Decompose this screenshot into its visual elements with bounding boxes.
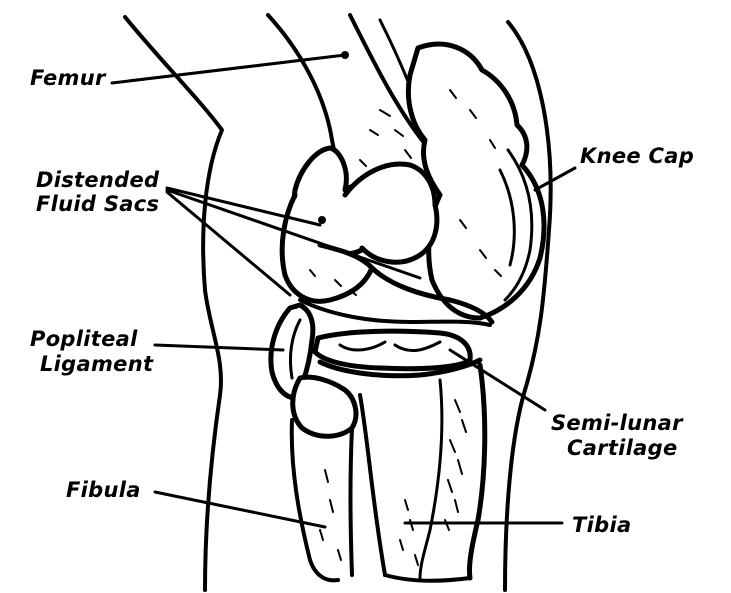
label-knee-cap: Knee Cap <box>580 144 695 168</box>
label-tibia: Tibia <box>572 513 632 537</box>
leader-fibula <box>153 490 327 529</box>
leg-outline-right <box>503 20 553 592</box>
leg-outline-left <box>123 15 224 592</box>
knee-cap-sac <box>405 41 547 321</box>
semilunar-cartilage <box>312 328 473 372</box>
leader-distended-1 <box>165 186 322 227</box>
fibula-shaft <box>289 418 340 583</box>
label-fibula: Fibula <box>66 478 141 502</box>
tibia-shaft-left <box>358 393 387 577</box>
leader-femur <box>110 53 347 85</box>
joint-capsule <box>369 265 495 325</box>
label-distended: Distended <box>36 168 160 192</box>
femur-pointer-dot <box>341 51 349 59</box>
knee-cap-inner <box>503 148 534 302</box>
label-cartilage: Cartilage <box>567 436 678 460</box>
leader-distended-2 <box>165 188 422 280</box>
label-femur: Femur <box>30 66 106 90</box>
knee-cap-inner-2 <box>498 168 516 267</box>
label-popliteal: Popliteal <box>30 327 138 351</box>
tibia-base <box>383 573 472 583</box>
cartilage-detail <box>338 340 442 353</box>
tibia-shaft-right <box>467 362 488 581</box>
fluid-sac-pointer-dot <box>318 216 326 224</box>
label-semilunar: Semi-lunar <box>551 411 683 435</box>
popliteal-ligament-inner <box>288 318 302 380</box>
leader-popliteal <box>153 343 285 352</box>
shading-hatches <box>309 89 502 566</box>
tibia-head <box>317 357 483 379</box>
leader-distended-3 <box>165 190 292 297</box>
leader-semilunar <box>448 348 547 412</box>
leader-knee-cap <box>533 166 577 192</box>
label-fluid-sacs: Fluid Sacs <box>36 192 160 216</box>
tibia-shaft-inner <box>418 378 444 580</box>
joint-capsule-lower <box>298 298 492 327</box>
label-ligament: Ligament <box>40 352 154 376</box>
fibula-head <box>290 374 359 439</box>
fibula-shaft-right <box>348 426 354 577</box>
femur-condyle <box>342 161 440 265</box>
